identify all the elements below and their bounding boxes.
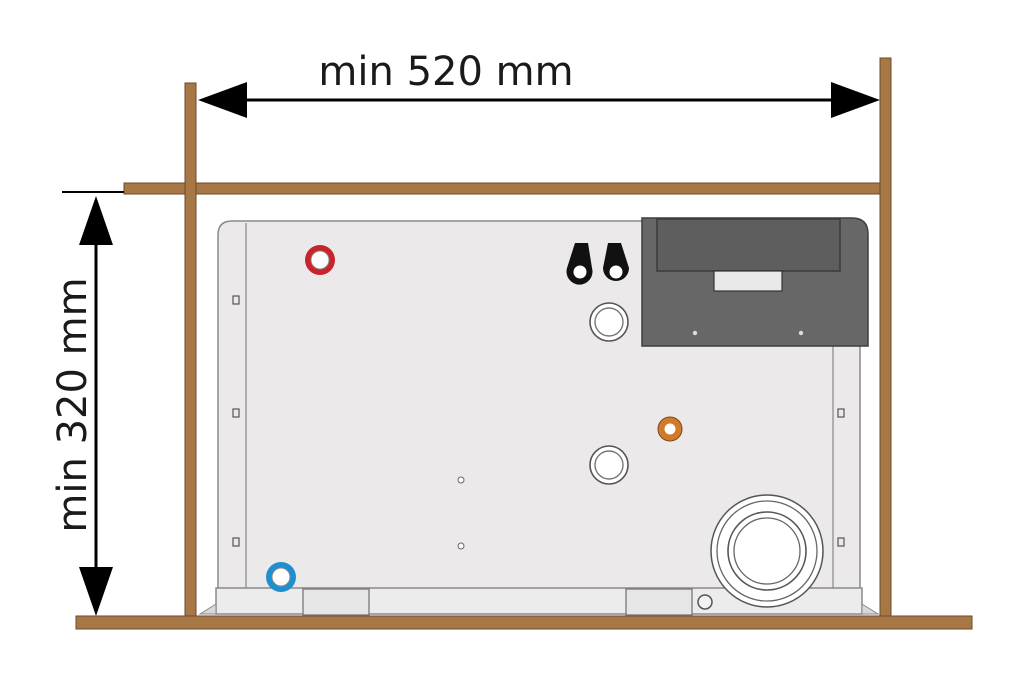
width-dimension-label: min 520 mm — [318, 49, 573, 95]
hot-water-outlet — [305, 245, 335, 275]
upper-warm-air-outlet — [589, 302, 629, 342]
height-dimension: min 320 mm — [50, 191, 124, 616]
base-corner-right — [861, 603, 880, 615]
height-arrow-bottom — [79, 567, 113, 616]
flue-exhaust — [710, 494, 824, 608]
gas-inlet — [657, 416, 683, 442]
control-box-window — [713, 270, 783, 292]
width-arrow-right — [831, 82, 880, 118]
shelf-top-board — [123, 182, 883, 195]
control-box-screw-right — [798, 330, 804, 336]
control-box — [641, 217, 869, 347]
drain-plug — [697, 594, 713, 610]
base-corner-left — [198, 603, 217, 615]
mounting-hole-upper — [457, 476, 465, 484]
width-arrow-left — [198, 82, 247, 118]
control-box-lid — [656, 218, 841, 272]
hose-connector-right — [603, 243, 629, 281]
height-dimension-label: min 320 mm — [50, 277, 96, 532]
floor-board — [75, 615, 973, 630]
height-arrow-top — [79, 196, 113, 245]
cold-water-inlet — [266, 562, 296, 592]
mounting-hole-lower — [457, 542, 465, 550]
left-post — [184, 82, 197, 621]
control-box-screw-left — [692, 330, 698, 336]
right-post — [879, 57, 892, 621]
width-dimension: min 520 mm — [198, 49, 880, 118]
base-foot-left — [302, 588, 370, 616]
heater-unit — [198, 217, 880, 616]
side-clips — [232, 295, 845, 547]
base-foot-right — [625, 588, 693, 616]
lower-warm-air-outlet — [589, 445, 629, 485]
cabinet-frame — [75, 57, 973, 630]
hose-connectors — [566, 243, 629, 285]
